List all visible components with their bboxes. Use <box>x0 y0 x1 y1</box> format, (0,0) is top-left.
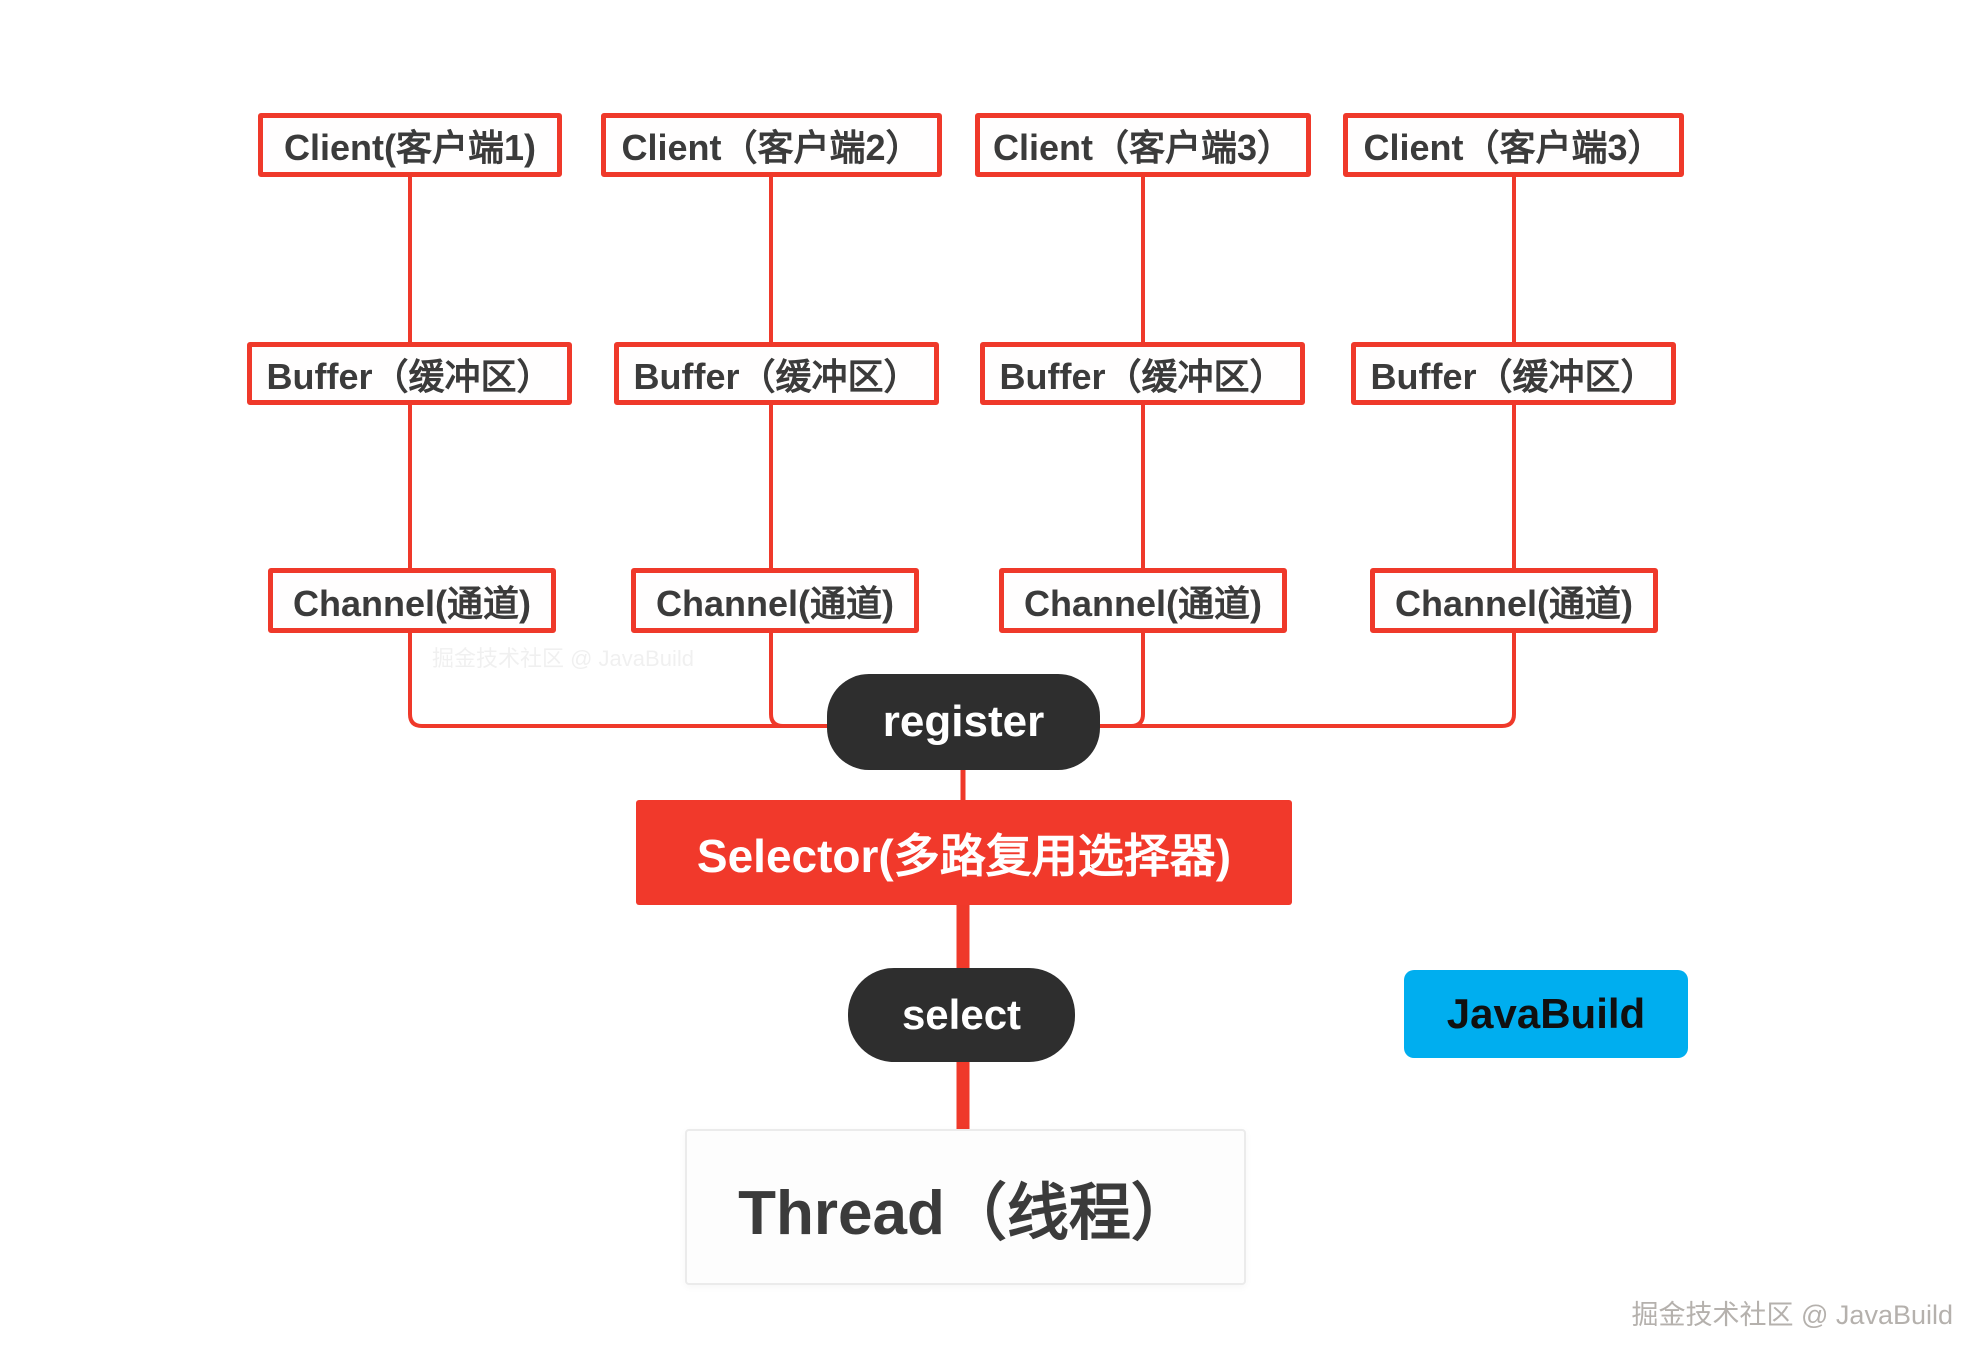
wire-channel-bus-2 <box>769 633 784 728</box>
channel-box-1: Channel(通道) <box>268 568 556 633</box>
client-box-4: Client（客户端3） <box>1343 113 1684 177</box>
client-box-2: Client（客户端2） <box>601 113 942 177</box>
javabuild-badge: JavaBuild <box>1404 970 1688 1058</box>
channel-box-4: Channel(通道) <box>1370 568 1658 633</box>
channel-box-3: Channel(通道) <box>999 568 1287 633</box>
buffer-box-3: Buffer（缓冲区） <box>980 342 1305 405</box>
client-box-3: Client（客户端3） <box>975 113 1311 177</box>
client-box-1: Client(客户端1) <box>258 113 562 177</box>
buffer-box-2: Buffer（缓冲区） <box>614 342 939 405</box>
buffer-box-4: Buffer（缓冲区） <box>1351 342 1676 405</box>
watermark: 掘金技术社区 @ JavaBuild <box>1631 1300 1953 1330</box>
channel-box-2: Channel(通道) <box>631 568 919 633</box>
wire-channel-bus-3 <box>1130 633 1145 728</box>
register-pill: register <box>827 674 1100 770</box>
thread-box: Thread（线程） <box>685 1129 1246 1285</box>
select-pill: select <box>848 968 1075 1062</box>
selector-box: Selector(多路复用选择器) <box>636 800 1292 905</box>
buffer-box-1: Buffer（缓冲区） <box>247 342 572 405</box>
faint-watermark: 掘金技术社区 @ JavaBuild <box>432 646 694 671</box>
